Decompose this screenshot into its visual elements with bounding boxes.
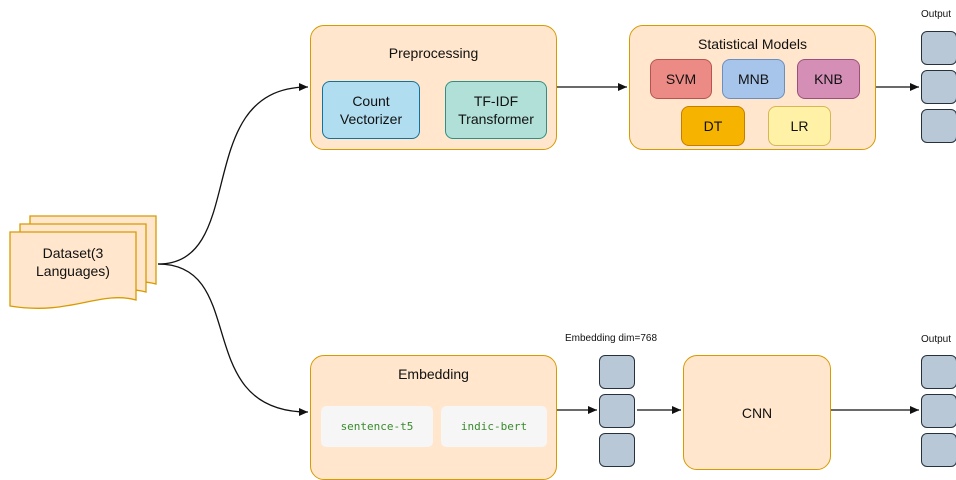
dt-box: DT (681, 106, 745, 146)
tfidf-line1: TF-IDF (473, 93, 519, 109)
embedding-title: Embedding (398, 366, 469, 382)
statistical-models-group: Statistical Models SVM MNB KNB DT LR (629, 25, 876, 150)
indic-bert-box: indic-bert (441, 406, 547, 447)
mnb-box: MNB (722, 59, 785, 99)
svm-box: SVM (650, 59, 712, 99)
dataset-document-stack (9, 215, 157, 309)
sentence-t5-box: sentence-t5 (321, 406, 433, 447)
preprocessing-group: Preprocessing Count Vectorizer TF-IDF Tr… (310, 25, 557, 150)
dataset-label: Dataset(3 Languages) (10, 244, 136, 280)
connector-layer (9, 83, 919, 416)
cnn-box: CNN (683, 355, 831, 470)
bottom-output-label: Output (921, 334, 952, 345)
count-vectorizer-line1: Count (352, 93, 390, 109)
dataset-to-embedding-arrow (157, 263, 309, 416)
top-output-cell (921, 70, 956, 104)
tfidf-transformer-box: TF-IDF Transformer (445, 81, 547, 139)
top-output-label: Output (921, 9, 952, 20)
embedding-dim-label: Embedding dim=768 (565, 333, 658, 344)
statistical-models-title: Statistical Models (698, 36, 807, 52)
tfidf-line2: Transformer (458, 111, 534, 127)
count-vectorizer-box: Count Vectorizer (322, 81, 420, 139)
preprocessing-title: Preprocessing (388, 45, 479, 61)
dataset-label-line1: Dataset(3 (42, 245, 104, 261)
dataset-to-preprocessing-arrow (157, 83, 309, 265)
bottom-output-cell (921, 433, 956, 467)
lr-box: LR (768, 106, 831, 146)
bottom-output-cell (921, 394, 956, 428)
dataset-label-line2: Languages) (36, 263, 110, 279)
top-output-cell (921, 109, 956, 143)
knb-box: KNB (797, 59, 860, 99)
embedding-vector-cell (599, 394, 635, 428)
top-output-cell (921, 31, 956, 65)
embedding-vector-cell (599, 433, 635, 467)
embedding-vector-cell (599, 355, 635, 389)
embedding-group: Embedding sentence-t5 indic-bert (310, 355, 557, 480)
bottom-output-cell (921, 355, 956, 389)
count-vectorizer-line2: Vectorizer (339, 111, 403, 127)
